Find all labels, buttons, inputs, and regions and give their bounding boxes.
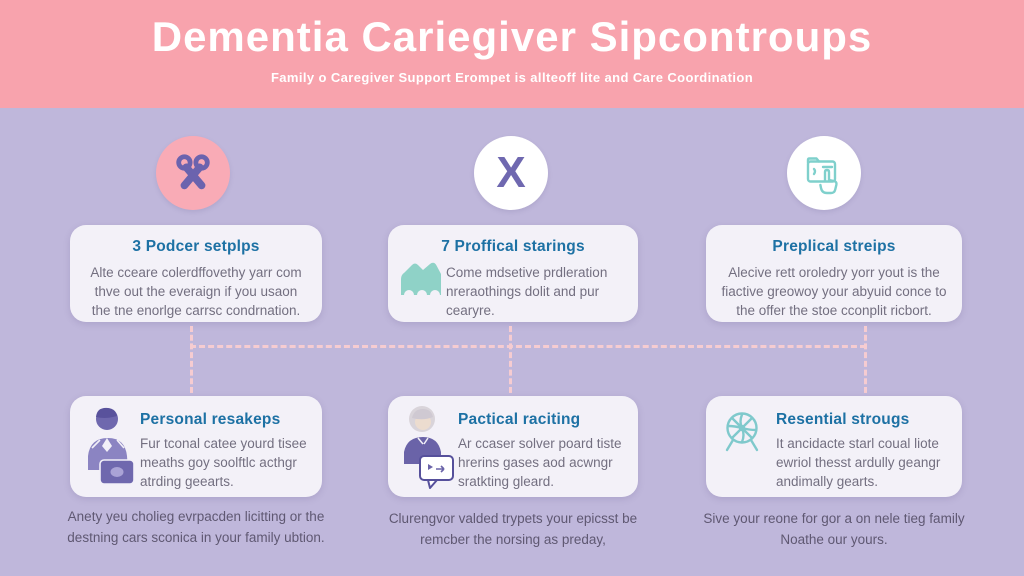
scissors-icon [176,154,210,190]
card-title: Personal resakeps [140,411,281,428]
card-body: Come mdsetive prdleration nreraothings d… [446,265,608,318]
card-body: Ar ccaser solver poard tiste hrerins gas… [458,436,622,489]
x-badge: X [474,136,548,210]
card-title: Preplical streips [772,238,896,255]
page-subtitle: Family o Caregiver Support Erompet is al… [270,70,754,85]
card-body: It ancidacte starl coual liote ewriol th… [776,436,941,489]
connector-drop-1 [190,326,193,393]
top-card-1: 3 Podcer setplps Alte cceare colerdffove… [70,225,322,322]
page-title: Dementia Cariegiver Sipcontroups [151,13,873,60]
column-caption-2: Clurengvor valded trypets your epicsst b… [388,511,638,547]
card-body: Alte cceare colerdffovethy yarr com thve… [90,265,302,318]
column-caption-1: Anety yeu cholieg evrpacden licitting or… [67,509,325,545]
connector-horizontal-dashed-line [190,345,866,348]
connector-drop-2 [509,326,512,393]
folder-click-icon [806,157,838,195]
elder-speech-bubble-icon [398,404,456,497]
bottom-card-2: Pactical raciting Ar ccaser solver poard… [388,396,638,497]
connector-drop-3 [864,326,867,393]
card-title: Resential strougs [776,411,910,428]
card-title: Pactical raciting [458,411,581,428]
header: Dementia Cariegiver Sipcontroups Family … [0,0,1024,108]
card-body: Alecive rett oroledry yorr yout is the f… [721,265,947,318]
card-body: Fur tconal catee yourd tisee meaths goy … [140,436,307,489]
x-icon: X [496,148,526,197]
card-title: 3 Podcer setplps [132,238,260,255]
bottom-card-1: Personal resakeps Fur tconal catee yourd… [70,396,322,497]
spoked-wheel-icon [720,408,764,465]
teal-landmark-icon [398,260,446,303]
top-card-2: 7 Proffical starings Come mdsetive prdle… [388,225,638,322]
bottom-card-3: Resential strougs It ancidacte starl cou… [706,396,962,497]
folder-badge [787,136,861,210]
card-title: 7 Proffical starings [441,238,585,255]
caregiver-at-laptop-icon [80,404,138,493]
scissors-badge [156,136,230,210]
top-card-3: Preplical streips Alecive rett oroledry … [706,225,962,322]
column-caption-3: Sive your reone for gor a on nele tieg f… [703,511,965,547]
